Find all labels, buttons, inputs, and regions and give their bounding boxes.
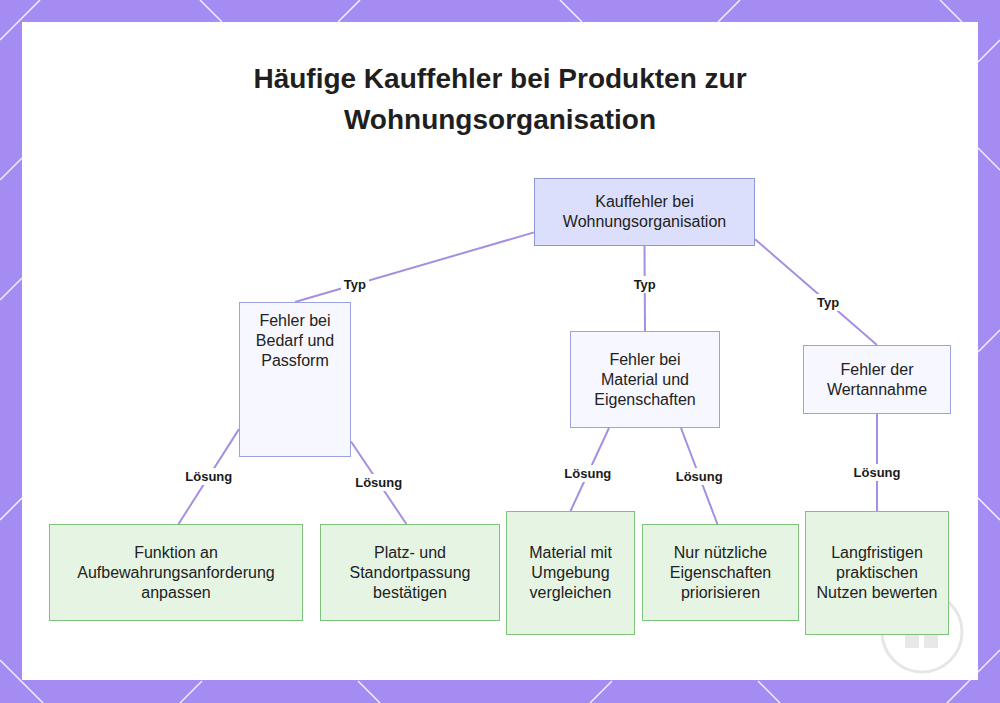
node-text: Nur nützliche Eigenschaften priorisieren (651, 543, 790, 603)
node-text: Material mit Umgebung vergleichen (515, 543, 626, 603)
solution-box: Material mit Umgebung vergleichen (506, 511, 635, 635)
connector (295, 232, 534, 302)
node-text: Platz- und Standortpassung bestätigen (329, 543, 491, 603)
category-box: Fehler der Wertannahme (803, 345, 951, 414)
edge-label: Typ (814, 294, 842, 311)
edge-label: Lösung (182, 468, 235, 485)
connector (351, 442, 406, 525)
edge-label: Typ (341, 276, 369, 293)
solution-box: Platz- und Standortpassung bestätigen (320, 524, 500, 621)
solution-box: Langfristigen praktischen Nutzen bewerte… (805, 511, 949, 635)
edge-label: Lösung (561, 465, 614, 482)
node-text: Funktion an Aufbewahrungsanforderung anp… (58, 543, 294, 603)
connector (755, 239, 877, 345)
solution-box: Funktion an Aufbewahrungsanforderung anp… (49, 524, 303, 621)
edge-label: Typ (631, 276, 659, 293)
edge-label: Lösung (673, 468, 726, 485)
node-text: Fehler bei Bedarf und Passform (248, 311, 342, 371)
diagram-title: Häufige Kauffehler bei Produkten zur Woh… (180, 58, 820, 140)
edge-label: Lösung (352, 474, 405, 491)
solution-box: Nur nützliche Eigenschaften priorisieren (642, 524, 799, 621)
node-text: Fehler bei Material und Eigenschaften (579, 350, 711, 410)
edge-label: Lösung (851, 464, 904, 481)
category-box: Fehler bei Bedarf und Passform (239, 302, 351, 457)
node-text: Kauffehler bei Wohnungsorganisation (543, 192, 746, 232)
root-box: Kauffehler bei Wohnungsorganisation (534, 178, 755, 246)
connector (179, 429, 239, 524)
node-text: Fehler der Wertannahme (812, 360, 942, 400)
category-box: Fehler bei Material und Eigenschaften (570, 331, 720, 428)
connector (877, 414, 878, 511)
node-text: Langfristigen praktischen Nutzen bewerte… (814, 543, 940, 603)
